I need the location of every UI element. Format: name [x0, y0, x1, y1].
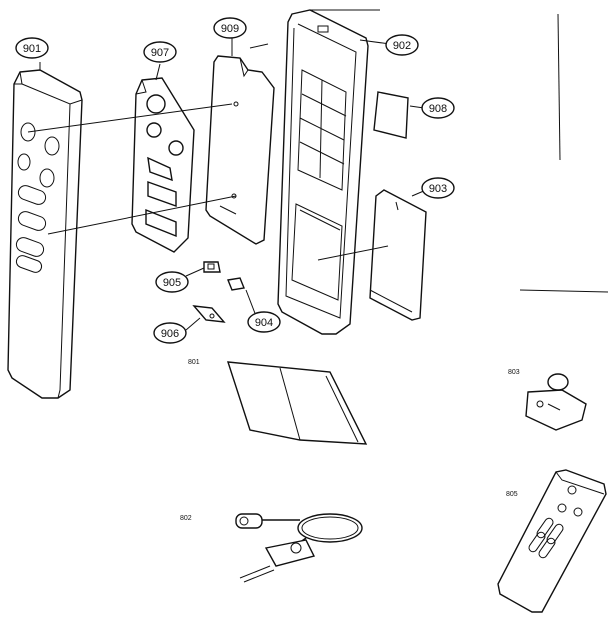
callout-908: 908: [421, 97, 455, 119]
part-801-manual: [227, 361, 368, 445]
leader-lines: [27, 13, 608, 331]
part-802-cable: [235, 513, 363, 583]
label-803: 803: [508, 369, 520, 376]
callout-906: 906: [153, 322, 187, 344]
svg-text:907: 907: [151, 47, 169, 59]
part-907-button-pad: [131, 77, 195, 253]
svg-text:904: 904: [255, 317, 273, 329]
part-803-sensor: [525, 373, 587, 431]
svg-text:905: 905: [163, 277, 181, 289]
svg-text:901: 901: [23, 43, 41, 55]
svg-text:909: 909: [221, 23, 239, 35]
svg-text:906: 906: [161, 328, 179, 340]
callout-909: 909: [213, 17, 247, 39]
callout-904: 904: [247, 311, 281, 333]
label-801: 801: [188, 359, 200, 366]
part-805-remote: [497, 469, 607, 613]
callout-901: 901: [15, 37, 49, 59]
part-905-clip: [203, 261, 221, 273]
part-902-rear-case: [277, 9, 380, 335]
part-909-circuit-board: [205, 55, 275, 245]
part-904-contact: [227, 277, 245, 291]
svg-text:908: 908: [429, 103, 447, 115]
part-906-spring-plate: [192, 305, 226, 323]
callout-902: 902: [385, 34, 419, 56]
svg-text:902: 902: [393, 40, 411, 52]
part-908-label: [373, 91, 409, 139]
label-802: 802: [180, 515, 192, 522]
callout-903: 903: [421, 177, 455, 199]
svg-text:903: 903: [429, 183, 447, 195]
part-903-battery-cover: [369, 189, 427, 321]
callout-907: 907: [143, 41, 177, 63]
part-901-front-cover: [7, 69, 83, 399]
label-805: 805: [506, 491, 518, 498]
callout-905: 905: [155, 271, 189, 293]
